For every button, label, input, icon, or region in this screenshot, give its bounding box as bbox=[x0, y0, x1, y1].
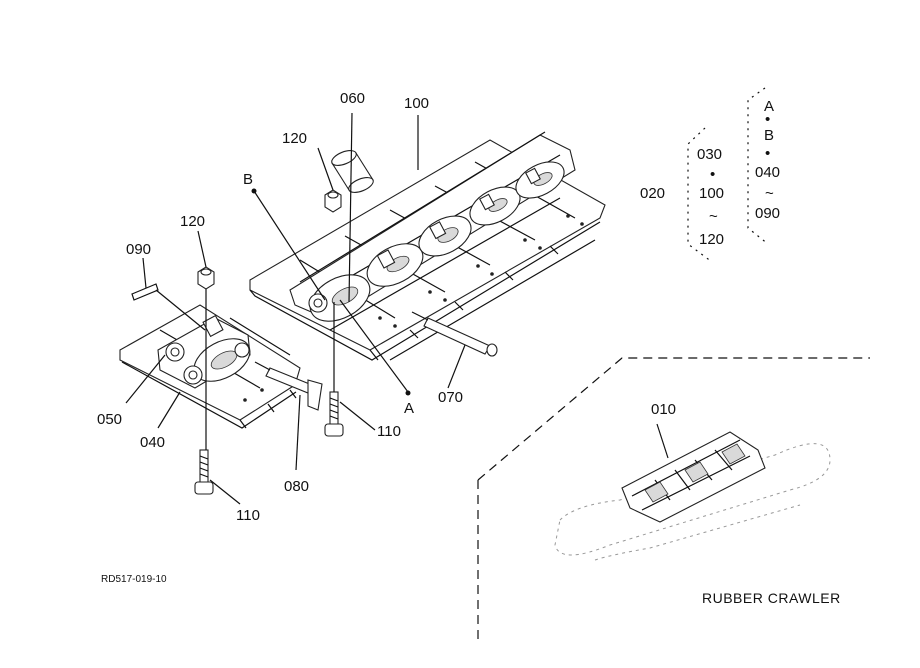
bolt-110 bbox=[194, 391, 344, 495]
callout-060: 060 bbox=[340, 90, 365, 107]
callout-070: 070 bbox=[438, 389, 463, 406]
drawing-id: RD517-019-10 bbox=[101, 574, 167, 585]
group-020-item: 030 bbox=[697, 146, 722, 163]
group-020-item: 040 bbox=[755, 164, 780, 181]
group-020-sep: • bbox=[765, 145, 770, 162]
callout-100: 100 bbox=[404, 95, 429, 112]
group-020-sep: ~ bbox=[709, 208, 718, 225]
pin-070 bbox=[411, 311, 498, 357]
nut-120 bbox=[197, 189, 342, 290]
callout-090: 090 bbox=[126, 241, 151, 258]
callout-050: 050 bbox=[97, 411, 122, 428]
callout-020: 020 bbox=[640, 185, 665, 202]
callout-ref-a: A bbox=[404, 400, 414, 417]
caption-rubber-crawler: RUBBER CRAWLER bbox=[702, 590, 841, 606]
rubber-crawler-inset bbox=[477, 357, 870, 640]
group-020-item: B bbox=[764, 127, 774, 144]
group-020-brackets bbox=[687, 87, 769, 263]
callout-120-upper: 120 bbox=[282, 130, 307, 147]
group-020-item: A bbox=[764, 98, 774, 115]
track-assembly-100 bbox=[249, 131, 606, 361]
group-020-item: 100 bbox=[699, 185, 724, 202]
callout-110-left: 110 bbox=[236, 507, 260, 524]
callout-010: 010 bbox=[651, 401, 676, 418]
callout-080: 080 bbox=[284, 478, 309, 495]
callout-ref-b: B bbox=[243, 171, 253, 188]
group-020-sep: • bbox=[710, 166, 715, 183]
callout-040: 040 bbox=[140, 434, 165, 451]
bushing-060 bbox=[331, 150, 374, 193]
group-020-item: 120 bbox=[699, 231, 724, 248]
group-020-sep: ~ bbox=[765, 185, 774, 202]
callout-110-right: 110 bbox=[377, 423, 401, 440]
spring-pin-090 bbox=[131, 283, 159, 301]
leader-lines bbox=[125, 112, 669, 505]
reference-dots bbox=[251, 188, 411, 396]
group-020-item: 090 bbox=[755, 205, 780, 222]
group-020-sep: • bbox=[765, 111, 770, 128]
link-assembly-040-050 bbox=[119, 304, 301, 429]
callout-labels: 060 100 120 B 120 090 050 040 A 070 110 … bbox=[97, 90, 841, 606]
pin-080 bbox=[254, 361, 323, 411]
callout-120-lower: 120 bbox=[180, 213, 205, 230]
